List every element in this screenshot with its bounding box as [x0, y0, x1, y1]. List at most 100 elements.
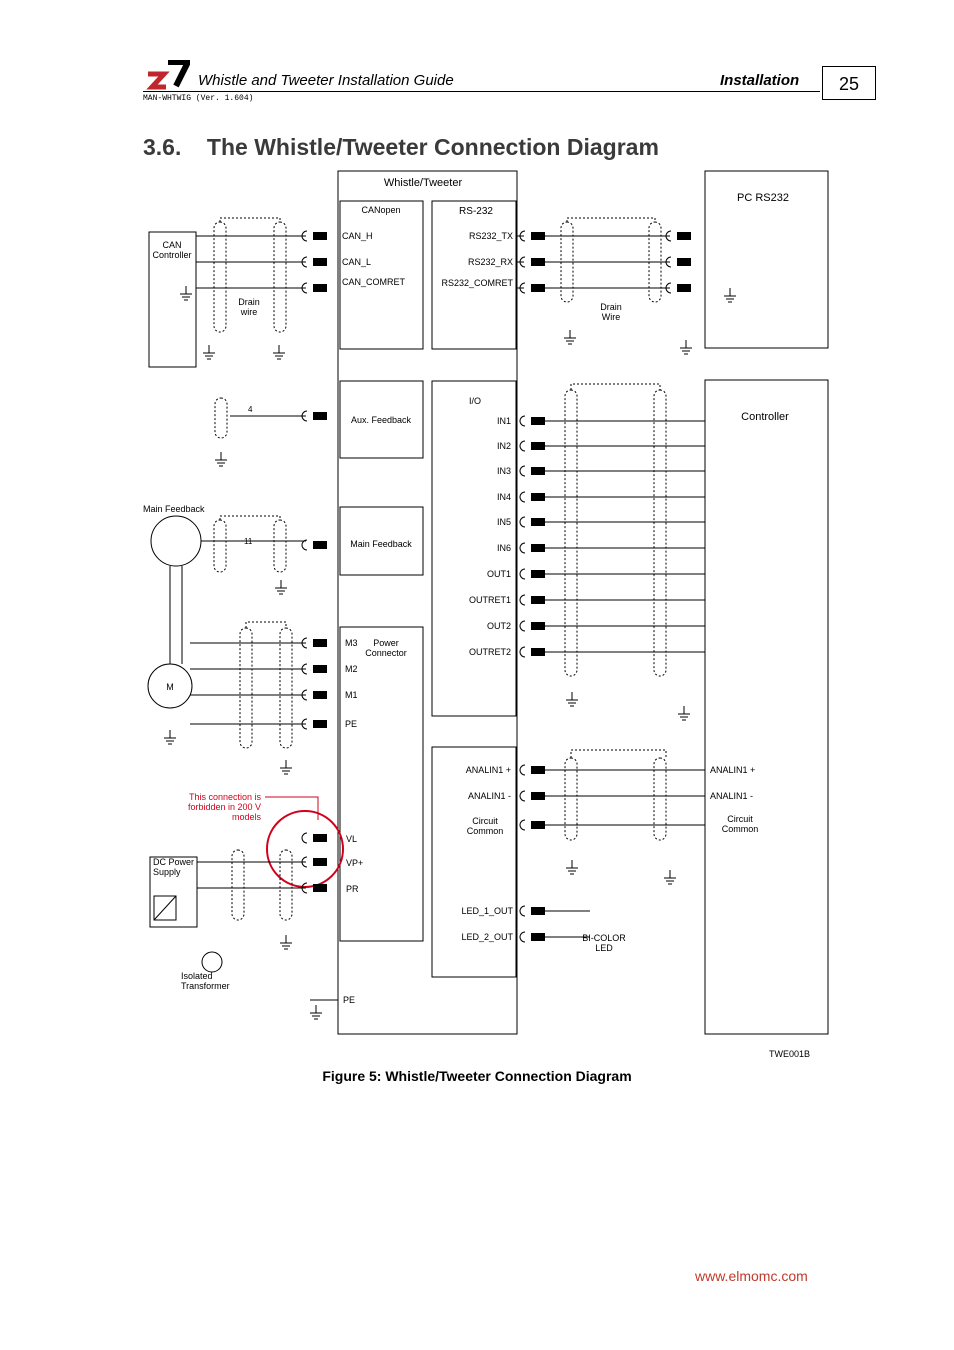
rs232-box	[431, 200, 517, 350]
warning-text: forbidden in 200 V	[188, 802, 261, 812]
connection-diagram: Whistle/Tweeter CANopen CAN_H CAN_L CAN_…	[143, 170, 829, 1059]
drain-wire-right: Drain	[600, 302, 622, 312]
io-box	[431, 380, 517, 717]
io-pin-7	[519, 594, 545, 606]
warning-text: models	[232, 812, 262, 822]
svg-text:Main Feedback: Main Feedback	[350, 539, 412, 549]
analog-pin-label-1: ANALIN1 -	[468, 791, 511, 801]
svg-text:4: 4	[248, 405, 253, 414]
analog-box	[431, 746, 517, 978]
io-pin-5	[519, 542, 545, 554]
drive-box	[337, 170, 518, 1035]
led-pin-0	[519, 905, 545, 917]
header-rule	[143, 91, 820, 92]
svg-text:PC RS232: PC RS232	[737, 192, 789, 204]
warning-text: This connection is	[189, 792, 262, 802]
svg-text:11: 11	[244, 537, 253, 546]
svg-text:RS232_TX: RS232_TX	[469, 231, 513, 241]
pc-box	[704, 170, 829, 349]
encoder	[150, 515, 202, 567]
analog-common: Circuit	[472, 816, 498, 826]
io-pin-label-2: IN3	[497, 466, 511, 476]
svg-text:RS-232: RS-232	[459, 206, 493, 217]
drain-wire-left: wire	[240, 307, 258, 317]
analog-pin-0	[519, 764, 545, 776]
svg-text:Main Feedback: Main Feedback	[143, 504, 205, 514]
warning-circle	[266, 810, 344, 888]
transformer-label: Transformer	[181, 981, 230, 991]
io-pin-1	[519, 440, 545, 452]
svg-text:CAN_COMRET: CAN_COMRET	[342, 277, 406, 287]
power-pin-label-2: M1	[345, 690, 358, 700]
controller-box	[704, 379, 829, 1035]
power-pin-label-3: PE	[345, 719, 357, 729]
transformer-label: Isolated	[181, 971, 213, 981]
svg-text:Aux. Feedback: Aux. Feedback	[351, 415, 412, 425]
io-pin-6	[519, 568, 545, 580]
svg-text:RS232_COMRET: RS232_COMRET	[441, 278, 513, 288]
io-pin-9	[519, 646, 545, 658]
dc-supply-label: DC Power	[153, 857, 194, 867]
io-pin-2	[519, 465, 545, 477]
svg-text:I/O: I/O	[469, 396, 481, 406]
analog-pin-1	[519, 790, 545, 802]
drive-title: Whistle/Tweeter	[384, 177, 463, 189]
can-controller-label: Controller	[152, 250, 191, 260]
page-title: 3.6. The Whistle/Tweeter Connection Diag…	[143, 134, 659, 160]
figure-caption: Figure 5: Whistle/Tweeter Connection Dia…	[322, 1068, 632, 1084]
power2-pin-0	[301, 832, 327, 844]
io-pin-label-8: OUT2	[487, 621, 511, 631]
wires	[164, 217, 736, 1020]
elmo-logo	[146, 60, 190, 90]
svg-text:Controller: Controller	[741, 411, 789, 423]
section-label: Installation	[720, 72, 800, 89]
power-box	[339, 626, 424, 942]
io-pin-0	[519, 415, 545, 427]
svg-text:CAN_H: CAN_H	[342, 231, 373, 241]
io-pin-label-0: IN1	[497, 416, 511, 426]
dc-supply-box	[149, 856, 198, 928]
power2-pin-label-2: PR	[346, 884, 359, 894]
ctrl-common: Circuit	[727, 814, 753, 824]
ctrl-common: Common	[722, 824, 759, 834]
analog-pin-label-0: ANALIN1 +	[466, 765, 511, 775]
power-title: Power	[373, 638, 399, 648]
io-pin-label-5: IN6	[497, 543, 511, 553]
svg-text:CAN_L: CAN_L	[342, 257, 371, 267]
power-pin-label-1: M2	[345, 664, 358, 674]
drain-wire-left: Drain	[238, 297, 260, 307]
led-pin-label-0: LED_1_OUT	[461, 906, 513, 916]
drain-wire-right: Wire	[602, 312, 621, 322]
power-title: Connector	[365, 648, 407, 658]
io-pin-label-9: OUTRET2	[469, 647, 511, 657]
io-pin-8	[519, 620, 545, 632]
io-pin-label-4: IN5	[497, 517, 511, 527]
led-pin-1	[519, 931, 545, 943]
svg-text:PE: PE	[343, 995, 355, 1005]
io-pin-3	[519, 491, 545, 503]
svg-text:CANopen: CANopen	[361, 205, 400, 215]
led-pin-label-1: LED_2_OUT	[461, 932, 513, 942]
power2-pin-label-1: VP+	[346, 858, 363, 868]
main-feedback-pin	[301, 539, 327, 551]
led-label: BI-COLOR	[582, 933, 626, 943]
svg-text:M: M	[166, 682, 174, 692]
dc-supply-label: Supply	[153, 867, 181, 877]
doc-title: Whistle and Tweeter Installation Guide	[198, 72, 454, 89]
ctrl-analog-0: ANALIN1 +	[710, 765, 755, 775]
can-controller-label: CAN	[162, 240, 181, 250]
io-pin-label-1: IN2	[497, 441, 511, 451]
power2-pin-label-0: VL	[346, 834, 357, 844]
power-pin-label-0: M3	[345, 638, 358, 648]
analog-common: Common	[467, 826, 504, 836]
ctrl-analog-1: ANALIN1 -	[710, 791, 753, 801]
canopen-box	[339, 200, 424, 350]
io-pin-4	[519, 516, 545, 528]
io-pin-label-6: OUT1	[487, 569, 511, 579]
svg-text:RS232_RX: RS232_RX	[468, 257, 513, 267]
analog-pin-2	[519, 819, 545, 831]
aux-feedback-box	[339, 380, 424, 459]
footer-link[interactable]: www.elmomc.com	[695, 1268, 808, 1284]
svg-text:TWE001B: TWE001B	[769, 1049, 810, 1059]
page-number: 25	[822, 66, 876, 100]
